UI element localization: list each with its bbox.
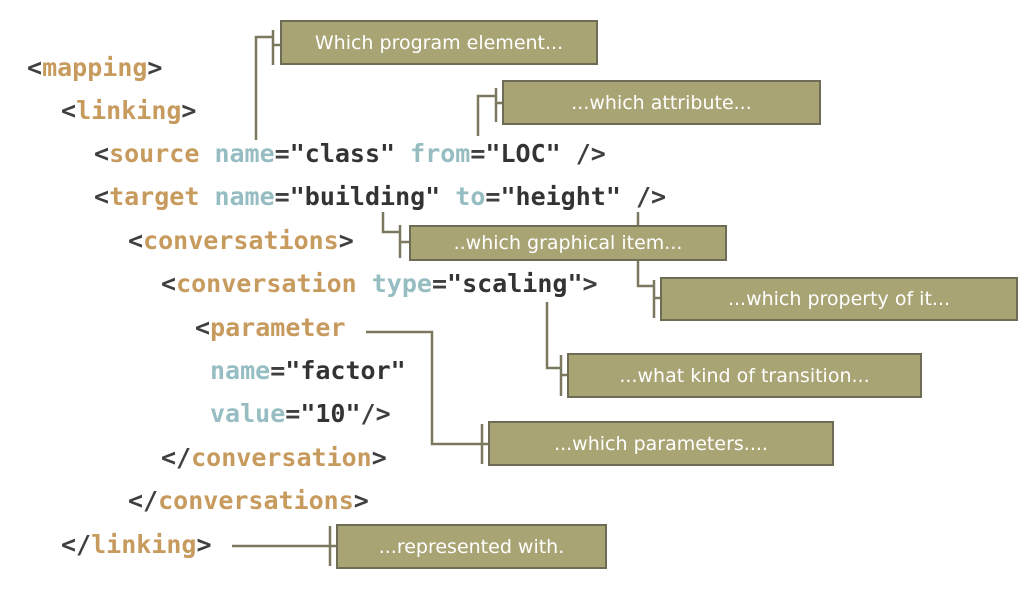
code-punctuation: />	[360, 399, 391, 428]
xml-attribute-value: "factor"	[285, 356, 406, 385]
xml-tag-name: conversations	[143, 226, 339, 255]
code-punctuation: >	[196, 530, 212, 559]
code-punctuation: >	[338, 226, 354, 255]
code-punctuation: =	[431, 269, 448, 298]
callout-parameters: ...which parameters....	[488, 421, 834, 466]
xml-tag-name: parameter	[210, 313, 346, 342]
code-punctuation: <	[94, 182, 110, 211]
code-punctuation	[199, 139, 214, 168]
code-punctuation	[357, 269, 372, 298]
code-punctuation: />	[620, 182, 667, 211]
xml-tag-name: conversations	[158, 486, 354, 515]
code-line-linking-open: <linking>	[61, 96, 196, 126]
xml-tag-name: conversation	[191, 443, 372, 472]
leader-represented	[232, 526, 338, 566]
code-line-conversation-close: </conversation>	[161, 443, 387, 473]
xml-tag-name: linking	[76, 96, 182, 125]
code-punctuation: <	[195, 313, 211, 342]
xml-tag-name: mapping	[42, 53, 148, 82]
leader-program-element	[254, 30, 282, 140]
xml-attribute-value: "scaling"	[447, 269, 583, 298]
xml-attribute-name: type	[371, 269, 432, 298]
code-line-parameter-name: name="factor"	[210, 356, 406, 386]
xml-attribute-value: "LOC"	[485, 139, 561, 168]
code-punctuation: =	[270, 356, 286, 385]
callout-represented: ...represented with.	[336, 524, 607, 569]
code-punctuation: >	[353, 486, 369, 515]
code-punctuation: />	[560, 139, 606, 168]
xml-attribute-name: from	[410, 139, 471, 168]
code-punctuation: =	[274, 182, 290, 211]
code-punctuation: >	[371, 443, 387, 472]
xml-tag-name: target	[109, 182, 200, 211]
code-line-target: <target name="building" to="height" />	[94, 182, 666, 212]
leader-transition	[545, 302, 569, 396]
code-line-conversation-open: <conversation type="scaling">	[161, 269, 598, 299]
code-punctuation: <	[161, 269, 177, 298]
code-line-parameter-open: <parameter	[195, 313, 346, 343]
xml-attribute-value: "class"	[289, 139, 396, 168]
xml-attribute-name: value	[210, 399, 286, 428]
code-line-mapping-open: <mapping>	[27, 53, 162, 83]
code-punctuation: =	[470, 139, 486, 168]
code-punctuation: <	[27, 53, 43, 82]
leader-graphical-item	[381, 212, 411, 258]
code-line-linking-close: </linking>	[61, 530, 212, 560]
code-punctuation: >	[582, 269, 598, 298]
xml-tag-name: linking	[91, 530, 197, 559]
xml-attribute-value: "10"	[300, 399, 361, 428]
callout-transition: ...what kind of transition...	[567, 353, 922, 398]
xml-attribute-name: name	[214, 139, 275, 168]
code-punctuation: </	[128, 486, 159, 515]
code-punctuation: <	[94, 139, 110, 168]
code-punctuation: =	[274, 139, 290, 168]
code-punctuation: >	[147, 53, 163, 82]
xml-attribute-value: "height"	[500, 182, 621, 211]
callout-graphical-item: ..which graphical item...	[409, 225, 727, 261]
code-punctuation: =	[285, 399, 301, 428]
xml-attribute-name: name	[214, 182, 275, 211]
xml-attribute-name: name	[210, 356, 271, 385]
code-punctuation: <	[61, 96, 77, 125]
callout-attribute: ...which attribute...	[502, 80, 821, 125]
callout-property: ...which property of it...	[660, 277, 1018, 321]
code-punctuation	[395, 139, 410, 168]
code-punctuation: </	[61, 530, 92, 559]
leader-attribute	[476, 88, 504, 136]
code-punctuation: =	[485, 182, 501, 211]
callout-program-element: Which program element...	[280, 20, 598, 65]
xml-tag-name: conversation	[176, 269, 357, 298]
code-line-conversations-open: <conversations>	[128, 226, 354, 256]
code-line-conversations-close: </conversations>	[128, 486, 369, 516]
code-line-source: <source name="class" from="LOC" />	[94, 139, 606, 169]
xml-attribute-value: "building"	[289, 182, 441, 211]
code-punctuation	[199, 182, 214, 211]
code-punctuation	[440, 182, 455, 211]
code-punctuation: <	[128, 226, 144, 255]
code-line-parameter-value: value="10"/>	[210, 399, 391, 429]
xml-tag-name: source	[109, 139, 200, 168]
code-punctuation: </	[161, 443, 192, 472]
code-punctuation: >	[181, 96, 197, 125]
xml-attribute-name: to	[455, 182, 486, 211]
